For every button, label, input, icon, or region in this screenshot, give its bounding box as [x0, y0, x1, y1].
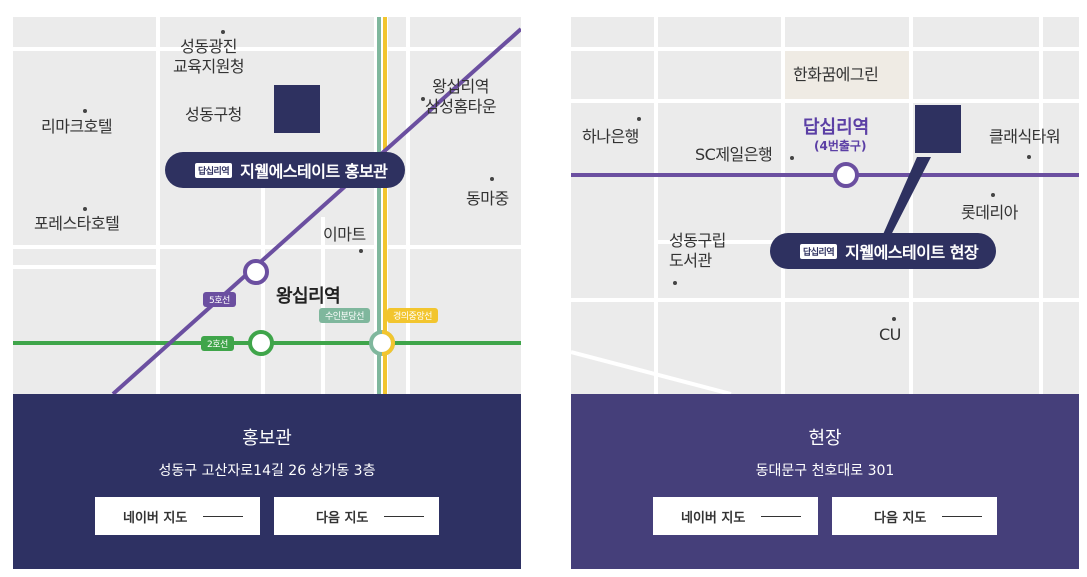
naver-map-button[interactable]: 네이버 지도	[653, 497, 818, 535]
dapsimni-station-circle	[833, 162, 859, 188]
promotion-center-card: 성동광진 교육지원청 성동구청 리마크호텔 포레스타호텔 왕십리역 삼성홈타운 …	[13, 17, 521, 569]
place-wangsimni-samsung: 왕십리역 삼성홈타운	[425, 77, 497, 116]
map-roads	[13, 17, 521, 394]
site-info: 현장 동대문구 천호대로 301 네이버 지도 다음 지도	[571, 394, 1079, 569]
site-marker[interactable]	[915, 105, 961, 153]
promotion-center-info: 홍보관 성동구 고산자로14길 26 상가동 3층 네이버 지도 다음 지도	[13, 394, 521, 569]
station-exit: (4번출구)	[814, 139, 867, 153]
place-dot	[421, 97, 425, 101]
place-dot	[359, 249, 363, 253]
place-library: 성동구립 도서관	[669, 231, 726, 270]
place-seongdong-edu: 성동광진 교육지원청	[173, 37, 245, 76]
line5-tag: 5호선	[203, 292, 236, 307]
daum-map-button[interactable]: 다음 지도	[832, 497, 997, 535]
promotion-center-pill[interactable]: 답십리역 지웰에스테이트 홍보관	[165, 152, 406, 188]
place-seongdong-gu: 성동구청	[185, 105, 242, 124]
place-foresta-hotel: 포레스타호텔	[34, 214, 120, 233]
site-name: 지웰에스테이트 현장	[845, 243, 979, 262]
promotion-center-map[interactable]: 성동광진 교육지원청 성동구청 리마크호텔 포레스타호텔 왕십리역 삼성홈타운 …	[13, 17, 521, 394]
place-lotteria: 롯데리아	[961, 203, 1018, 222]
place-dot	[1027, 155, 1031, 159]
place-sc-bank: SC제일은행	[695, 145, 773, 164]
promotion-center-address: 성동구 고산자로14길 26 상가동 3층	[158, 463, 376, 479]
station-wangsimni: 왕십리역	[276, 286, 341, 307]
place-classic-tower: 클래식타워	[989, 127, 1061, 146]
naver-map-button[interactable]: 네이버 지도	[95, 497, 260, 535]
daum-map-label: 다음 지도	[316, 510, 369, 526]
place-emart: 이마트	[323, 225, 366, 244]
site-title: 현장	[808, 428, 842, 449]
station-badge: 답십리역	[195, 162, 233, 178]
place-dot	[790, 156, 794, 160]
dash-icon	[384, 515, 425, 517]
place-dot	[83, 109, 87, 113]
station-dapsimni: 답십리역	[803, 117, 870, 138]
station-badge: 답십리역	[800, 243, 838, 259]
daum-map-label: 다음 지도	[874, 510, 927, 526]
wangsimni-line5-station	[243, 259, 269, 285]
place-dot	[221, 30, 225, 34]
naver-map-label: 네이버 지도	[681, 510, 746, 526]
place-dot	[83, 207, 87, 211]
naver-map-label: 네이버 지도	[123, 510, 188, 526]
promotion-center-marker[interactable]	[274, 85, 320, 133]
dash-icon	[942, 515, 983, 517]
dash-icon	[203, 515, 244, 517]
place-dot	[673, 281, 677, 285]
site-card: 한화꿈에그린 하나은행 SC제일은행 클래식타워 롯데리아 성동구립 도서관 C…	[571, 17, 1079, 569]
place-dot	[637, 117, 641, 121]
place-dongmajung: 동마중	[466, 189, 509, 208]
suin-bundang-tag: 수인분당선	[319, 308, 370, 323]
promotion-center-title: 홍보관	[242, 428, 292, 449]
site-address: 동대문구 천호대로 301	[755, 463, 895, 479]
place-dot	[991, 193, 995, 197]
map-roads	[571, 17, 1079, 394]
promotion-center-name: 지웰에스테이트 홍보관	[240, 162, 388, 181]
daum-map-button[interactable]: 다음 지도	[274, 497, 439, 535]
dash-icon	[761, 515, 802, 517]
place-rimark-hotel: 리마크호텔	[41, 117, 113, 136]
place-hanwha: 한화꿈에그린	[793, 65, 879, 84]
place-cu: CU	[879, 325, 901, 344]
gyeongui-jungang-tag: 경의중앙선	[387, 308, 438, 323]
line2-tag: 2호선	[201, 336, 234, 351]
place-dot	[490, 177, 494, 181]
place-dot	[892, 317, 896, 321]
place-hana-bank: 하나은행	[582, 127, 639, 146]
site-map[interactable]: 한화꿈에그린 하나은행 SC제일은행 클래식타워 롯데리아 성동구립 도서관 C…	[571, 17, 1079, 394]
wangsimni-line2-station	[248, 330, 274, 356]
site-pill[interactable]: 답십리역 지웰에스테이트 현장	[770, 233, 997, 269]
